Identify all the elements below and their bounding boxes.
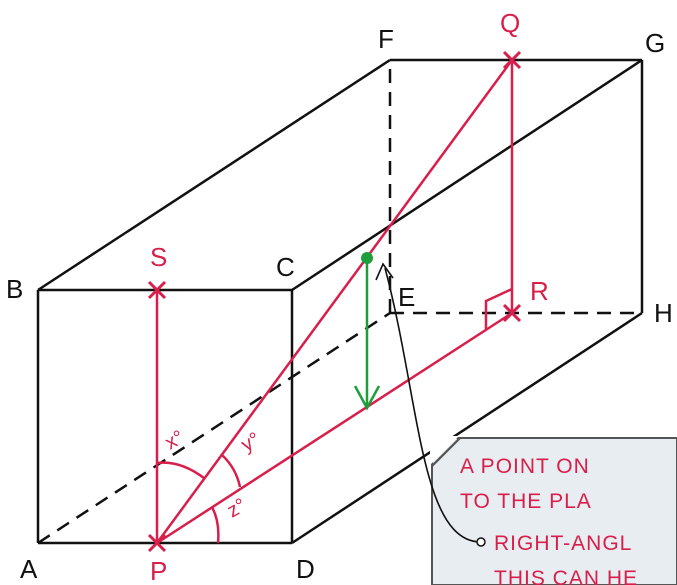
edge-DH bbox=[291, 311, 643, 545]
vertex-label-D: D bbox=[296, 554, 315, 584]
vertex-label-F: F bbox=[378, 24, 394, 54]
projection-arrowhead bbox=[353, 385, 381, 411]
edge-AE bbox=[37, 311, 391, 545]
angle-arc-y bbox=[221, 454, 242, 488]
vertex-label-A: A bbox=[20, 554, 38, 584]
point-on-line-dot bbox=[361, 252, 373, 264]
line-PR bbox=[156, 311, 513, 545]
right-angle-marker bbox=[484, 287, 513, 329]
edge-CG bbox=[291, 58, 643, 292]
note-box-fill-corner bbox=[430, 436, 459, 465]
note-box-edge-corner bbox=[431, 437, 461, 467]
note-line-3: RIGHT-ANGL bbox=[494, 532, 632, 555]
vertex-label-E: E bbox=[398, 282, 415, 312]
vertex-label-B: B bbox=[6, 274, 23, 304]
note-connector-arrowhead bbox=[375, 262, 394, 281]
angle-arc-x bbox=[156, 461, 205, 480]
point-R-marker bbox=[502, 303, 522, 323]
note-line-4: THIS CAN HE bbox=[494, 567, 638, 585]
point-label-Q: Q bbox=[500, 8, 520, 38]
vertex-label-C: C bbox=[276, 252, 295, 282]
note-connector-dot bbox=[476, 537, 486, 547]
point-Q-marker bbox=[502, 50, 522, 70]
angle-label-y: y° bbox=[238, 428, 265, 456]
point-label-P: P bbox=[150, 556, 167, 585]
note-line-1: A POINT ON bbox=[460, 455, 590, 478]
note-line-2: TO THE PLA bbox=[460, 490, 592, 513]
line-PQ bbox=[155, 59, 514, 544]
edge-BF bbox=[37, 58, 391, 292]
point-P-marker bbox=[147, 533, 167, 553]
point-label-S: S bbox=[150, 242, 167, 272]
point-S-marker bbox=[147, 280, 167, 300]
angle-label-x: x° bbox=[162, 426, 189, 454]
note-connector bbox=[384, 267, 481, 543]
vertex-label-G: G bbox=[645, 28, 665, 58]
angle-arc-z bbox=[210, 506, 220, 544]
note-box bbox=[431, 437, 677, 585]
vertex-label-H: H bbox=[654, 298, 673, 328]
point-label-R: R bbox=[530, 276, 549, 306]
